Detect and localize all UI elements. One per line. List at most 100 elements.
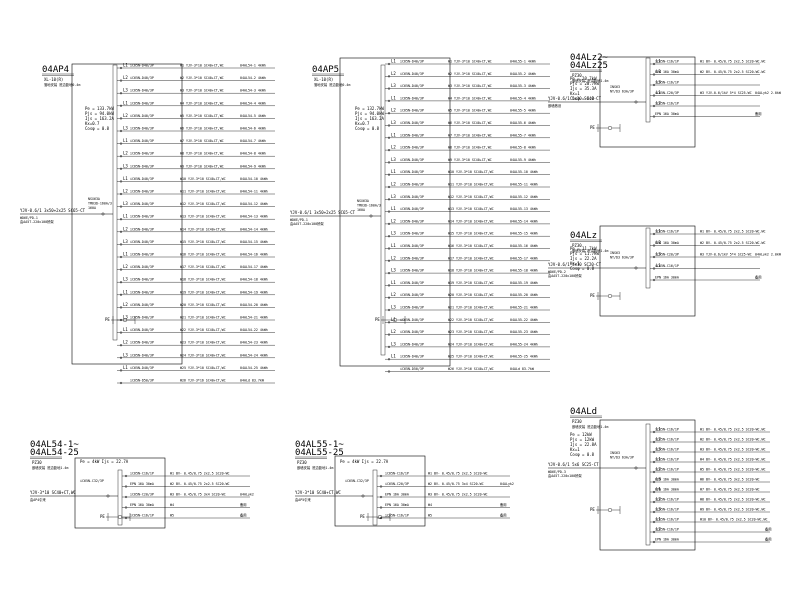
main-breaker-symbol (101, 212, 105, 216)
feeder-note: 由AA5T-220x100桥架 (290, 221, 324, 226)
breaker-contact-symbol (387, 124, 391, 127)
outgoing-cable-label: W5 (170, 514, 174, 518)
destination-label: 04AL54-25 4kWh (240, 366, 268, 370)
breaker-contact-symbol (652, 450, 656, 454)
phase-label: L3 (391, 83, 396, 88)
breaker-contact-symbol (652, 510, 656, 514)
outgoing-cable-label: W18 YJV-3*10 SC40+CT,WC (180, 278, 226, 282)
phase-label: L3 (123, 315, 128, 320)
outgoing-cable-label: W14 YJV-3*10 SC40+CT,WC (448, 219, 494, 223)
destination-label: 04AL54-23 4kWh (240, 341, 268, 345)
breaker-label: iC65N-D40/3P (130, 303, 154, 307)
phase-label: L2 (656, 467, 661, 472)
outgoing-cable-label: W4 YJV-3*10 SC40+CT,WC (448, 96, 492, 100)
breaker-label: EPN 16A 30mA (385, 493, 409, 497)
destination-label: 04AL55-18 4kWh (510, 269, 538, 273)
destination-label: 04AL55-15 4kWh (510, 232, 538, 236)
panel-model: PZ30 (297, 460, 307, 465)
outgoing-cable-label: W15 YJV-3*10 SC40+CT,WC (180, 240, 226, 244)
breaker-contact-symbol (652, 480, 656, 484)
destination-label: 04AL55-8 4kWh (510, 146, 536, 150)
breaker-label: iC65N-D40/3P (400, 207, 424, 211)
main-breaker-symbol (106, 494, 110, 498)
breaker-contact-symbol (119, 192, 123, 196)
phase-label: L2 (391, 329, 396, 334)
breaker-label: iC65N-D40/3P (130, 190, 154, 194)
breaker-label: iC65N-D40/3P (400, 183, 424, 187)
phase-label: L3 (391, 341, 396, 346)
breaker-contact-symbol (387, 321, 391, 324)
breaker-label: iC65N-D40/3P (130, 353, 154, 357)
destination-label: 04AL54-2 4kWh (240, 76, 266, 80)
phase-label: L1 (391, 95, 396, 100)
destination-label: 04ALyk2 2.0kW (755, 253, 781, 257)
breaker-label: iC65N-D40/3P (130, 152, 154, 156)
breaker-label: iC65N-D40/3P (130, 177, 154, 181)
incoming-cable-label: YJV-0.6/1 3x50+2x25 SC65-CT (290, 210, 356, 215)
breaker-label: iC65N-D40/3P (400, 256, 424, 260)
breaker-label: iC65N-D40/3P (400, 60, 424, 64)
phase-label: L1 (391, 243, 396, 248)
phase-label: L1 (123, 138, 128, 143)
breaker-contact-symbol (387, 259, 391, 262)
breaker-label: EPN 16A 30mA (655, 538, 679, 542)
destination-label: 04AL55-12 4kWh (510, 195, 538, 199)
outgoing-cable-label: W3 BV- 0.45/0.75 3x4 SC20-WC (170, 493, 226, 497)
breaker-contact-symbol (387, 358, 391, 361)
breaker-contact-symbol (119, 180, 123, 183)
pe-n-terminal: PE (590, 292, 621, 300)
load-parameter: Kx=1 (570, 447, 580, 452)
breaker-label: EPN 16A 30mA (130, 503, 154, 507)
breaker-contact-symbol (124, 474, 128, 478)
breaker-label: iC65N-C16/1P (130, 472, 154, 476)
breaker-contact-symbol (387, 308, 391, 312)
phase-label: L1 (123, 100, 128, 105)
main-breaker-symbol (361, 494, 365, 498)
feeder-label: WD6E/PD-3 (548, 470, 566, 474)
phase-label: L1 (656, 487, 661, 492)
destination-label: 04AL55-2 4kWh (510, 72, 536, 76)
breaker-contact-symbol (652, 530, 656, 534)
destination-label: 04ALyk2 (240, 493, 254, 497)
pe-terminal-symbol (608, 294, 613, 299)
feeder-note: 由AA5T-220x100桥架 (20, 219, 54, 224)
main-breaker-label: iC65N-C32/3P (80, 479, 104, 483)
breaker-contact-symbol (652, 470, 656, 474)
outgoing-cable-label: W12 YJV-3*10 SC40+CT,WC (448, 195, 494, 199)
breaker-label: iC65N-D40/3P (130, 76, 154, 80)
breaker-label: iC65N-D40/3P (400, 281, 424, 285)
breaker-label: iC65N-D40/3P (130, 215, 154, 219)
mounting-note: 嵌墙安装 底边距地1.4m (572, 248, 608, 253)
load-parameter: Pe = 12kW (570, 432, 592, 437)
outgoing-cable-label: W6 YJV-3*10 SC40+CT,WC (448, 121, 492, 125)
panel-title: 04AL55-1~ (295, 440, 344, 450)
breaker-contact-symbol (379, 495, 383, 499)
breaker-label: iC65N-D40/3P (130, 366, 154, 370)
breaker-contact-symbol (119, 369, 123, 372)
destination-label: 04AL54-4 4kWh (240, 101, 266, 105)
panel-model: PZ30 (32, 460, 42, 465)
destination-label: 04AL55-21 4kWh (510, 306, 538, 310)
destination-label: 04AL55-19 4kWh (510, 281, 538, 285)
busbar (112, 64, 118, 341)
breaker-contact-symbol (379, 516, 383, 520)
breaker-label: iC65N-C16/1P (655, 264, 679, 268)
breaker-contact-symbol (652, 520, 656, 524)
breaker-contact-symbol (379, 485, 383, 488)
phase-label: L3 (391, 194, 396, 199)
main-breaker-label: NT/D3 63A/3P (610, 256, 634, 260)
load-parameter: Ijs = 163.2A (355, 116, 384, 121)
